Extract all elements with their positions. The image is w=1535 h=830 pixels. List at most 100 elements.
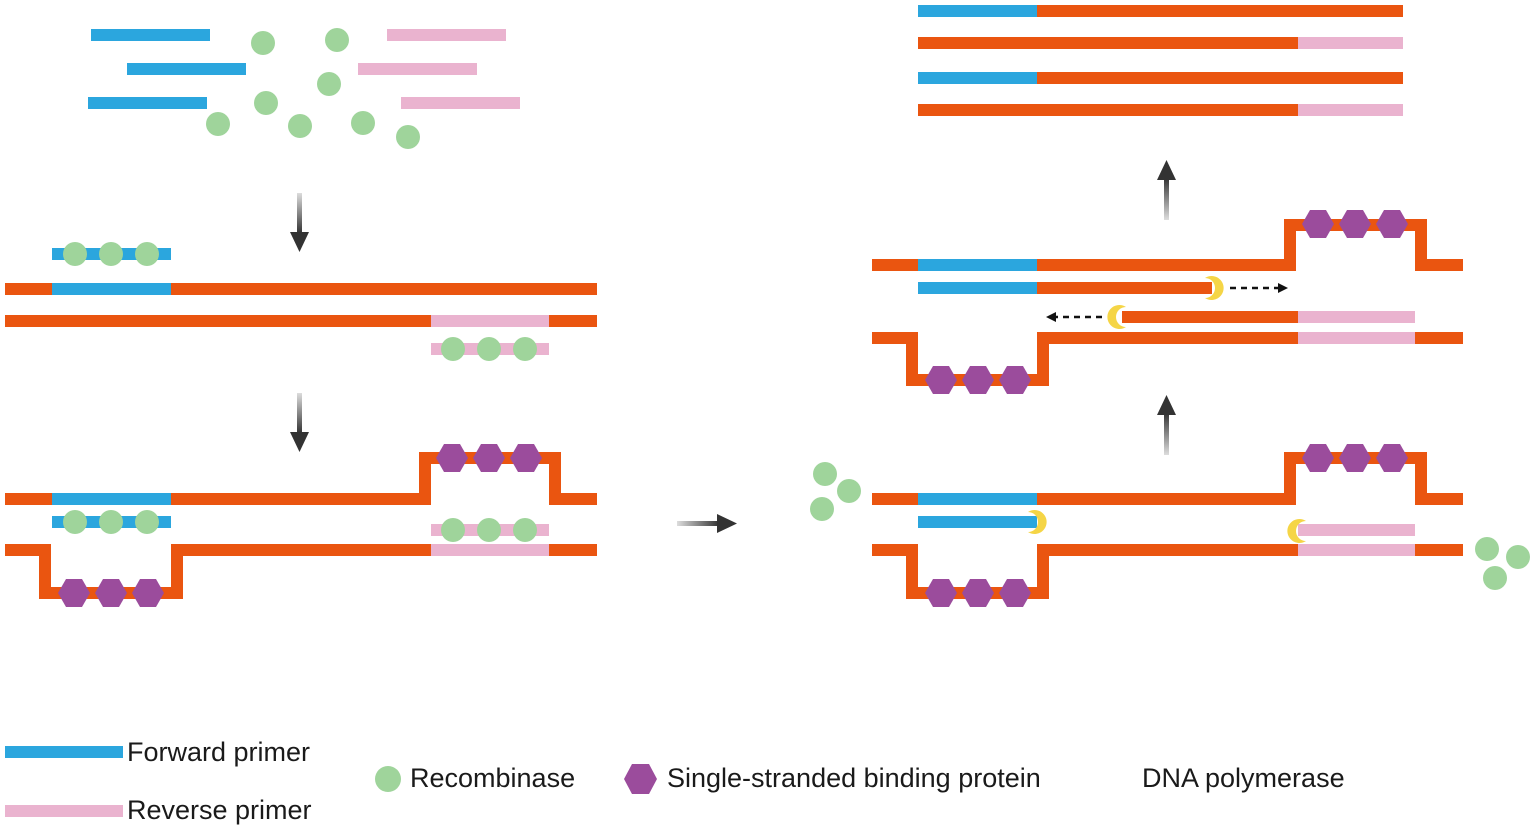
recombinase (477, 337, 501, 361)
reverse-primer-swatch (5, 805, 123, 817)
ssb-protein (999, 366, 1031, 394)
recombinase (251, 31, 275, 55)
up-arrow (1157, 160, 1176, 220)
recombinase (63, 510, 87, 534)
ssb-protein (132, 579, 164, 607)
polymerase (1107, 305, 1126, 330)
forward-primer (918, 259, 1037, 271)
polymerase (1028, 510, 1047, 534)
template-strand (872, 452, 1463, 505)
recombinase-icon (375, 766, 401, 792)
forward-primer (88, 97, 207, 109)
template-strand (872, 332, 1463, 386)
legend-forward-primer-label: Forward primer (127, 737, 311, 767)
recombinase (813, 462, 837, 486)
recombinase (396, 125, 420, 149)
reverse-primer (1298, 311, 1415, 323)
polymerase (1287, 519, 1306, 543)
legend (5, 746, 1124, 817)
forward-primer (127, 63, 246, 75)
ssb-protein (1302, 210, 1334, 238)
recombinase (513, 337, 537, 361)
forward-primer (918, 72, 1037, 84)
stage-5-elongation (872, 210, 1463, 394)
template-strand (5, 544, 597, 599)
forward-primer (52, 283, 171, 295)
reverse-primer (1298, 37, 1403, 49)
recombinase (351, 111, 375, 135)
reverse-primer (401, 97, 520, 109)
ssb-protein (95, 579, 127, 607)
product-strand (918, 72, 1403, 84)
up-arrow (1157, 395, 1176, 455)
recombinase (1475, 537, 1499, 561)
ssb-protein (925, 579, 957, 607)
recombinase (63, 242, 87, 266)
ssb-icon (624, 764, 657, 794)
recombinase (1483, 566, 1507, 590)
reverse-primer (358, 63, 477, 75)
recombinase (206, 112, 230, 136)
reverse-primer (431, 544, 549, 556)
recombinase (1506, 545, 1530, 569)
new-strand (1122, 311, 1298, 323)
reverse-primer (1298, 104, 1403, 116)
stage-1-free-components (88, 28, 520, 149)
recombinase (135, 510, 159, 534)
recombinase (99, 242, 123, 266)
stage-2-complex-binding (5, 242, 597, 361)
recombinase (99, 510, 123, 534)
recombinase (837, 479, 861, 503)
ssb-protein (510, 444, 542, 472)
recombinase (254, 91, 278, 115)
ssb-protein (962, 579, 994, 607)
ssb-protein (1376, 210, 1408, 238)
polymerase (1205, 276, 1224, 301)
recombinase (441, 518, 465, 542)
reverse-primer (1298, 544, 1415, 556)
right-arrow (677, 514, 737, 533)
recombinase (288, 114, 312, 138)
down-arrow (290, 393, 309, 452)
forward-primer (52, 493, 171, 505)
product-strand (918, 5, 1403, 17)
forward-primer (918, 493, 1037, 505)
ssb-protein (925, 366, 957, 394)
recombinase (441, 337, 465, 361)
reverse-primer (1298, 332, 1415, 344)
recombinase (477, 518, 501, 542)
ssb-protein (1302, 444, 1334, 472)
recombinase (325, 28, 349, 52)
new-strand (1037, 282, 1212, 294)
forward-primer (918, 516, 1037, 528)
down-arrow (290, 193, 309, 252)
product-strand (918, 104, 1403, 116)
legend-reverse-primer-label: Reverse primer (127, 795, 312, 825)
recombinase (317, 72, 341, 96)
legend-recombinase-label: Recombinase (410, 763, 576, 793)
product-strand (918, 37, 1403, 49)
ssb-protein (1339, 444, 1371, 472)
ssb-protein (58, 579, 90, 607)
ssb-protein (1376, 444, 1408, 472)
template-strand (5, 452, 597, 505)
recombinase (135, 242, 159, 266)
template-strand (872, 544, 1463, 599)
ssb-protein (962, 366, 994, 394)
polymerase-icon (1112, 767, 1124, 791)
legend-ssb-label: Single-stranded binding protein (667, 763, 1041, 793)
reverse-primer (431, 315, 549, 327)
forward-primer (918, 282, 1037, 294)
ssb-protein (1339, 210, 1371, 238)
forward-primer-swatch (5, 746, 123, 758)
forward-primer (918, 5, 1037, 17)
stage-4-polymerase-loading (810, 444, 1530, 607)
reverse-primer (1298, 524, 1415, 536)
stage-6-amplified-products (918, 5, 1403, 116)
legend-polymerase-label: DNA polymerase (1142, 763, 1345, 793)
ssb-protein (436, 444, 468, 472)
forward-primer (91, 29, 210, 41)
ssb-protein (999, 579, 1031, 607)
reverse-primer (387, 29, 506, 41)
